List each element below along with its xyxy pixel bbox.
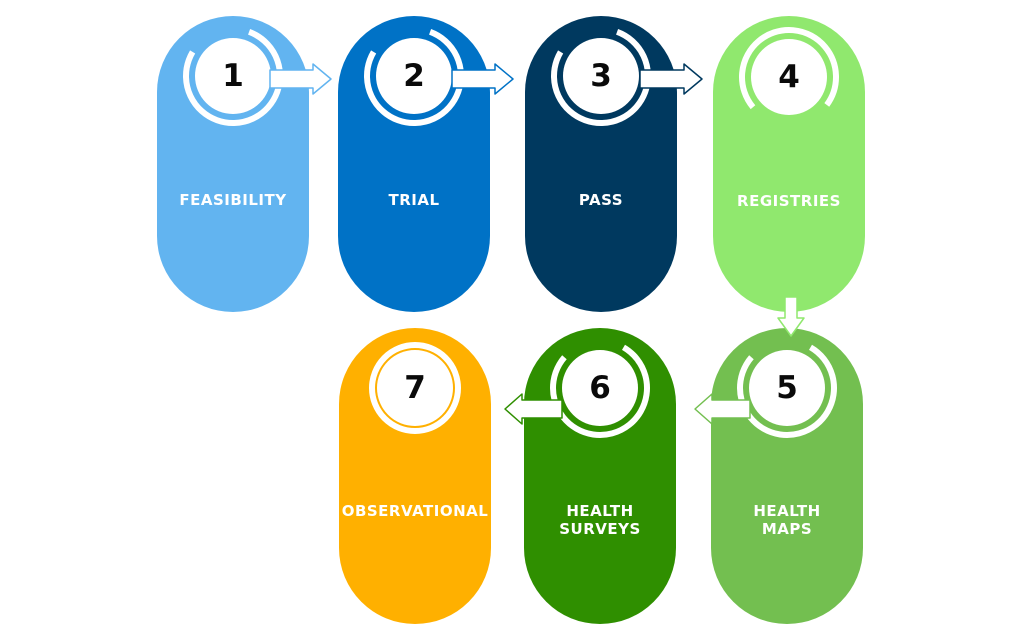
step-pill-6: 6 HEALTH SURVEYS (524, 328, 676, 624)
step-pill-4: 4 REGISTRIES (713, 16, 865, 312)
step-label-6: HEALTH SURVEYS (559, 502, 641, 538)
step-number-4: 4 (778, 58, 800, 95)
step-number-badge-4: 4 (751, 39, 827, 115)
step-number-badge-6: 6 (562, 350, 638, 426)
step-pill-1: 1 FEASIBILITY (157, 16, 309, 312)
step-pill-7: 7 OBSERVATIONAL (339, 328, 491, 624)
step-number-2: 2 (403, 57, 425, 94)
step-number-5: 5 (776, 369, 798, 406)
step-label-4: REGISTRIES (737, 192, 841, 210)
step-pill-3: 3 PASS (525, 16, 677, 312)
step-label-5: HEALTH MAPS (753, 502, 821, 538)
step-pill-2: 2 TRIAL (338, 16, 490, 312)
step-number-badge-7: 7 (377, 350, 453, 426)
step-label-2: TRIAL (388, 191, 440, 209)
step-number-7: 7 (404, 369, 426, 406)
step-number-badge-5: 5 (749, 350, 825, 426)
step-number-badge-3: 3 (563, 38, 639, 114)
step-label-1: FEASIBILITY (179, 191, 287, 209)
step-label-7: OBSERVATIONAL (341, 502, 489, 520)
step-number-badge-1: 1 (195, 38, 271, 114)
step-number-badge-2: 2 (376, 38, 452, 114)
step-pill-5: 5 HEALTH MAPS (711, 328, 863, 624)
step-number-6: 6 (589, 369, 611, 406)
step-number-3: 3 (590, 57, 612, 94)
step-label-3: PASS (578, 191, 624, 209)
step-number-1: 1 (222, 57, 244, 94)
